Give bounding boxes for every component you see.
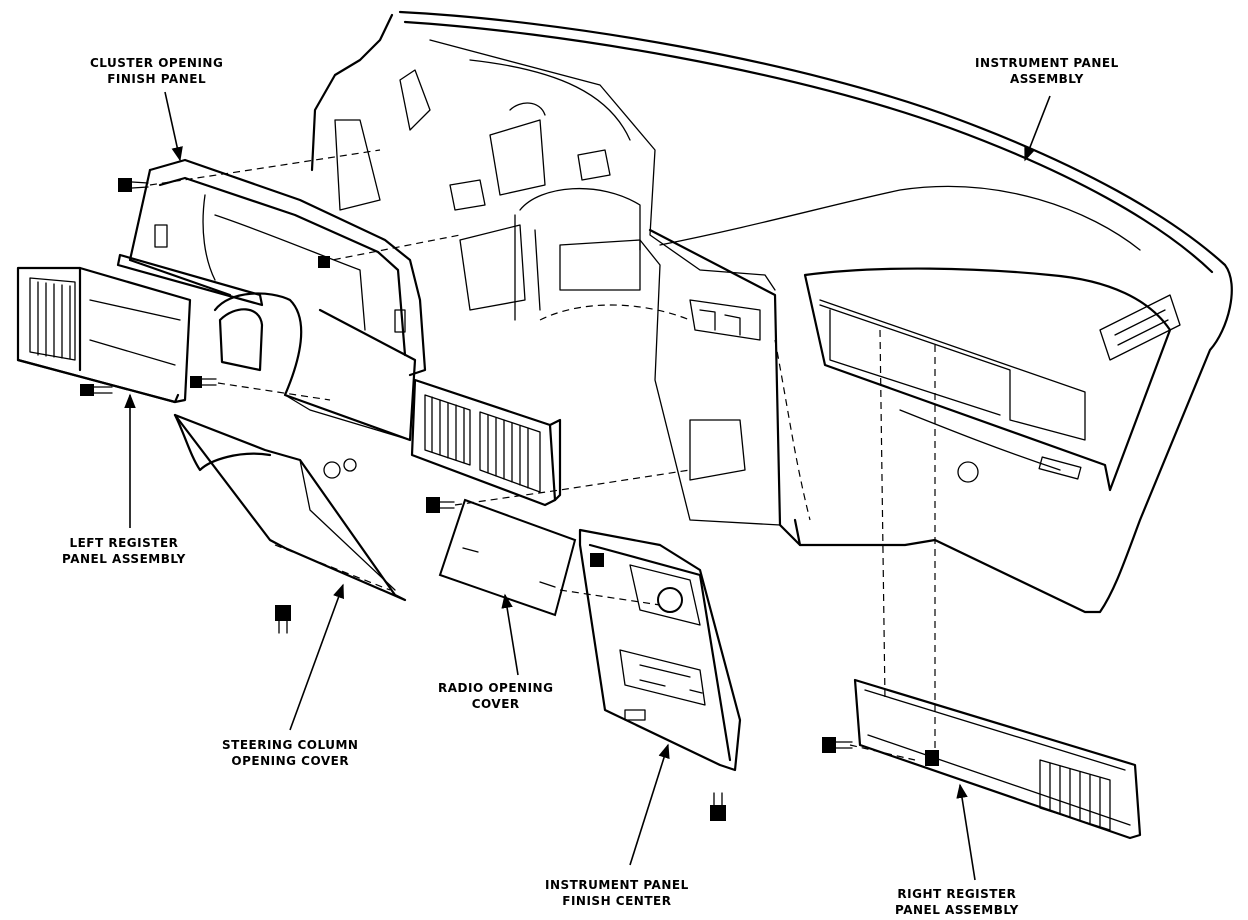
- screw-icon: [80, 384, 113, 396]
- steering-column-opening-cover-shape: [173, 413, 407, 602]
- label-steering-column-opening-cover: STEERING COLUMN OPENING COVER: [222, 737, 358, 769]
- label-line: FINISH PANEL: [107, 72, 207, 86]
- label-line: ASSEMBLY: [1009, 72, 1084, 86]
- radio-opening-cover-shape: [438, 498, 577, 617]
- instrument-panel-finish-center-shape: [578, 528, 742, 772]
- screw-icon: [925, 750, 939, 766]
- label-line: STEERING COLUMN: [222, 738, 359, 752]
- screw-icon: [710, 792, 726, 821]
- label-right-register-panel-assembly: RIGHT REGISTER PANEL ASSEMBLY: [895, 886, 1019, 918]
- cluster-opening-finish-panel-shape: [116, 158, 427, 377]
- screw-icon: [190, 376, 217, 388]
- instrument-panel-assembly-shape: [310, 10, 1233, 614]
- leader-lines: [124, 91, 1051, 881]
- label-instrument-panel-assembly: INSTRUMENT PANEL ASSEMBLY: [975, 55, 1119, 87]
- label-line: INSTRUMENT PANEL: [975, 56, 1119, 70]
- screw-icon: [590, 553, 604, 567]
- label-line: OPENING COVER: [231, 754, 350, 768]
- label-line: COVER: [471, 697, 520, 711]
- label-line: INSTRUMENT PANEL: [545, 878, 689, 892]
- screw-icon: [822, 737, 853, 753]
- label-line: PANEL ASSEMBLY: [62, 552, 186, 566]
- fasteners: [80, 178, 939, 821]
- label-line: RIGHT REGISTER: [897, 887, 1017, 901]
- screw-icon: [118, 178, 149, 192]
- center-register-shape: [410, 378, 562, 507]
- label-cluster-opening-finish-panel: CLUSTER OPENING FINISH PANEL: [90, 55, 223, 87]
- label-radio-opening-cover: RADIO OPENING COVER: [438, 680, 553, 712]
- label-instrument-panel-finish-center: INSTRUMENT PANEL FINISH CENTER: [545, 877, 689, 909]
- screw-icon: [426, 497, 455, 513]
- label-line: RADIO OPENING: [438, 681, 554, 695]
- label-line: CLUSTER OPENING: [90, 56, 224, 70]
- label-line: LEFT REGISTER: [69, 536, 179, 550]
- label-line: PANEL ASSEMBLY: [895, 903, 1019, 917]
- left-register-panel-assembly-shape: [16, 266, 192, 404]
- steering-column-shroud-shape: [213, 292, 417, 442]
- right-register-panel-assembly-shape: [853, 678, 1142, 840]
- screw-icon: [275, 605, 291, 634]
- alignment-lines: [149, 149, 936, 761]
- label-left-register-panel-assembly: LEFT REGISTER PANEL ASSEMBLY: [62, 535, 186, 567]
- label-line: FINISH CENTER: [562, 894, 672, 908]
